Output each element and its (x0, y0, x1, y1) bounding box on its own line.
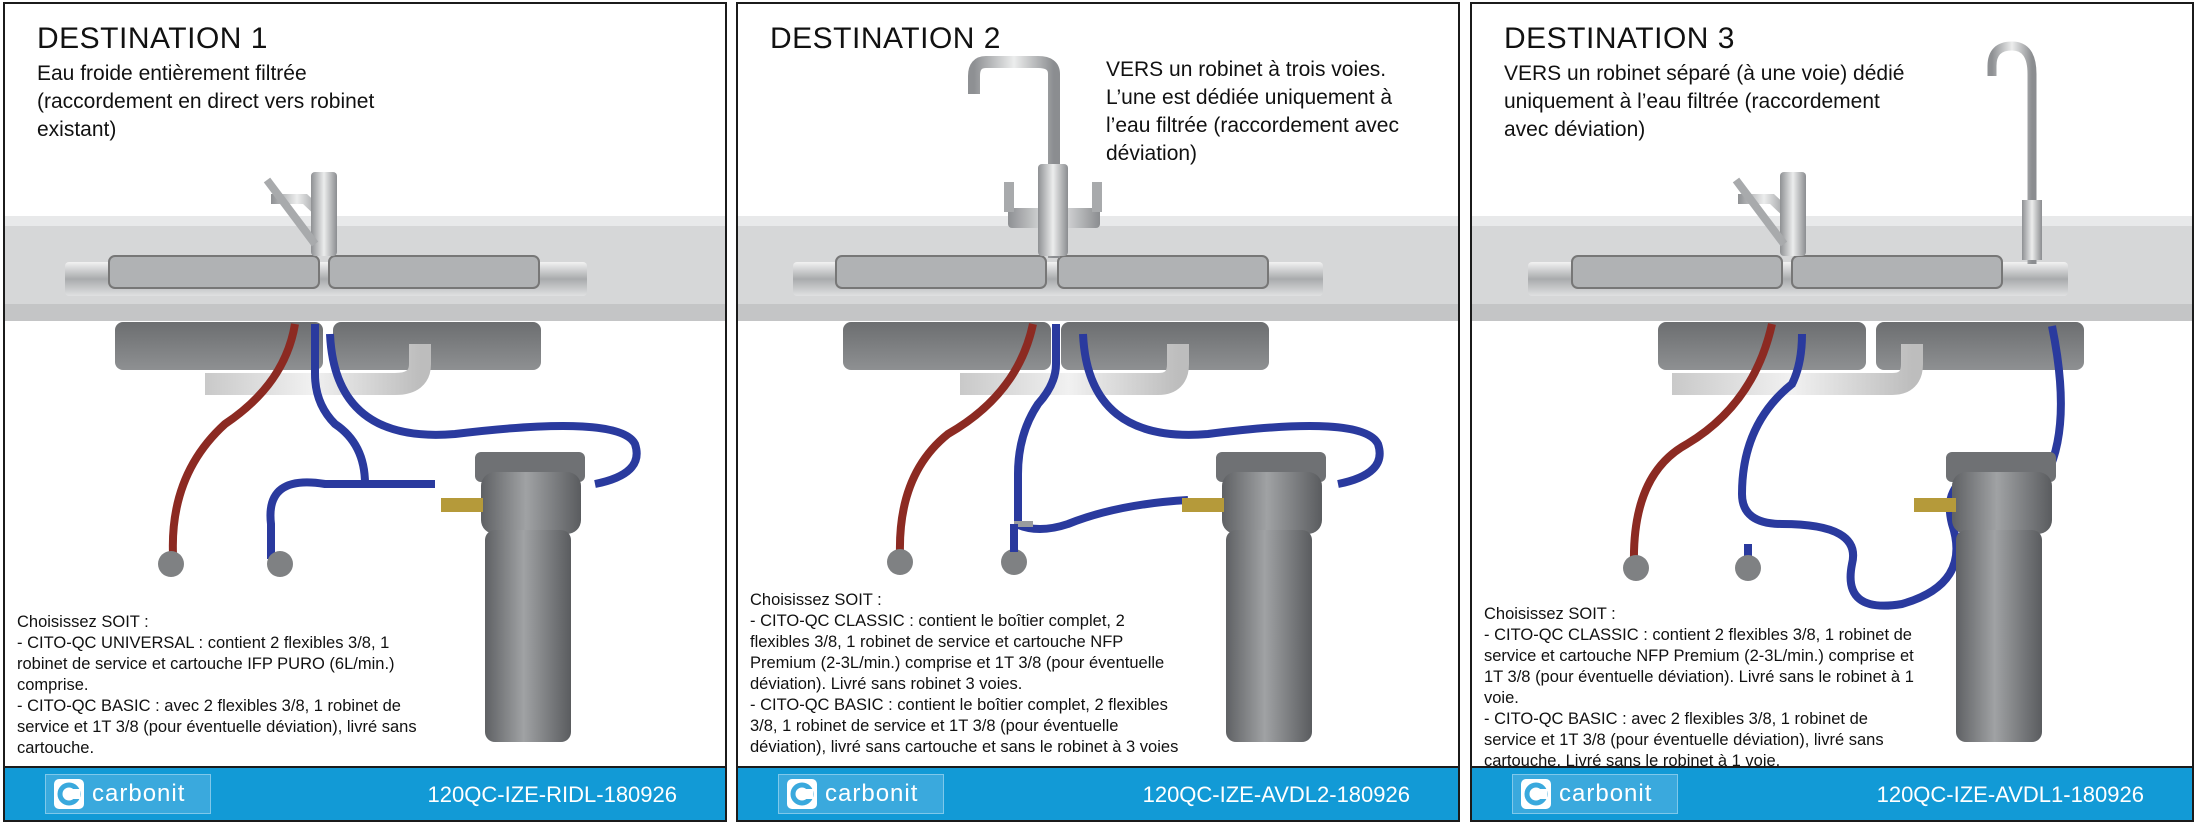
panel-description: VERS un robinet à trois voies. L’une est… (1106, 56, 1399, 168)
brand-name: carbonit (92, 780, 185, 808)
reference-code: 120QC-IZE-AVDL2-180926 (1143, 782, 1410, 808)
product-options-text: Choisissez SOIT : - CITO-QC CLASSIC : co… (750, 590, 1270, 758)
carbonit-logo: carbonit (45, 774, 211, 814)
destination-2-panel: DESTINATION 2 VERS un robinet à trois vo… (736, 2, 1460, 822)
carbonit-logo-icon (54, 779, 84, 809)
product-options-text: Choisissez SOIT : - CITO-QC CLASSIC : co… (1484, 604, 1984, 772)
panel-title: DESTINATION 3 (1504, 22, 1735, 56)
reference-code: 120QC-IZE-AVDL1-180926 (1877, 782, 2144, 808)
carbonit-logo: carbonit (778, 774, 944, 814)
brand-name: carbonit (825, 780, 918, 808)
destination-1-panel: DESTINATION 1 Eau froide entièrement fil… (3, 2, 727, 822)
panel-title: DESTINATION 2 (770, 22, 1001, 56)
panel-description: Eau froide entièrement filtrée (raccorde… (37, 60, 374, 144)
reference-code: 120QC-IZE-RIDL-180926 (428, 782, 677, 808)
carbonit-logo-icon (1521, 779, 1551, 809)
panel-footer: carbonit 120QC-IZE-AVDL1-180926 (1472, 766, 2192, 820)
panel-description: VERS un robinet séparé (à une voie) dédi… (1504, 60, 1904, 144)
carbonit-logo-icon (787, 779, 817, 809)
destination-3-panel: DESTINATION 3 VERS un robinet séparé (à … (1470, 2, 2194, 822)
panel-footer: carbonit 120QC-IZE-RIDL-180926 (5, 766, 725, 820)
panel-title: DESTINATION 1 (37, 22, 268, 56)
carbonit-logo: carbonit (1512, 774, 1678, 814)
brand-name: carbonit (1559, 780, 1652, 808)
product-options-text: Choisissez SOIT : - CITO-QC UNIVERSAL : … (17, 612, 487, 759)
panel-footer: carbonit 120QC-IZE-AVDL2-180926 (738, 766, 1458, 820)
